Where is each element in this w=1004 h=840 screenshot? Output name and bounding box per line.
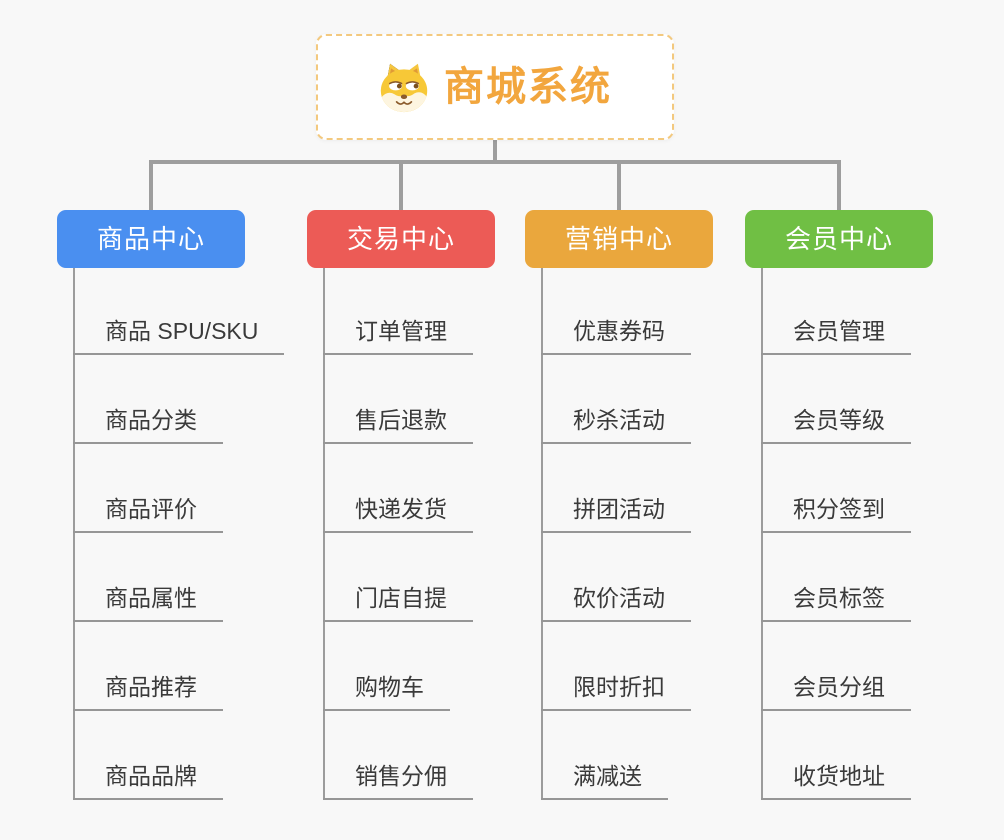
leaf-member-management[interactable]: 会员管理 xyxy=(761,311,911,355)
branch-column-marketing: 营销中心 优惠券码 秒杀活动 拼团活动 砍价活动 限时折扣 满减送 xyxy=(525,210,765,810)
leaf-product-spu-sku[interactable]: 商品 SPU/SKU xyxy=(73,311,285,355)
connector-drop-marketing xyxy=(617,160,621,210)
branch-label: 会员中心 xyxy=(784,224,893,254)
leaf-sales-commission[interactable]: 销售分佣 xyxy=(323,756,473,800)
branch-column-member: 会员中心 会员管理 会员等级 积分签到 会员标签 会员分组 收货地址 xyxy=(745,210,985,810)
leaf-store-pickup[interactable]: 门店自提 xyxy=(323,578,473,622)
branch-product-center[interactable]: 商品中心 xyxy=(57,210,245,268)
branch-label: 交易中心 xyxy=(346,224,455,254)
connector-drop-product xyxy=(149,160,153,210)
leaf-product-recommend[interactable]: 商品推荐 xyxy=(73,667,223,711)
branch-trade-center[interactable]: 交易中心 xyxy=(307,210,495,268)
leaf-spend-save[interactable]: 满减送 xyxy=(541,756,668,800)
connector-horizontal xyxy=(149,160,841,164)
leaf-coupon-code[interactable]: 优惠券码 xyxy=(541,311,691,355)
connector-drop-trade xyxy=(399,160,403,210)
leaf-limited-time-discount[interactable]: 限时折扣 xyxy=(541,667,691,711)
root-node-mall-system[interactable]: 商城系统 xyxy=(316,34,674,140)
branch-marketing-center[interactable]: 营销中心 xyxy=(525,210,713,268)
branch-spine xyxy=(541,268,543,800)
leaf-order-management[interactable]: 订单管理 xyxy=(323,311,473,355)
leaf-express-delivery[interactable]: 快递发货 xyxy=(323,489,473,533)
leaf-member-level[interactable]: 会员等级 xyxy=(761,400,911,444)
leaf-product-brand[interactable]: 商品品牌 xyxy=(73,756,223,800)
branch-column-trade: 交易中心 订单管理 售后退款 快递发货 门店自提 购物车 销售分佣 xyxy=(307,210,547,810)
branch-label: 营销中心 xyxy=(564,224,673,254)
branch-column-product: 商品中心 商品 SPU/SKU 商品分类 商品评价 商品属性 商品推荐 商品品牌 xyxy=(57,210,297,810)
leaf-product-review[interactable]: 商品评价 xyxy=(73,489,223,533)
connector-drop-member xyxy=(837,160,841,210)
leaf-member-tag[interactable]: 会员标签 xyxy=(761,578,911,622)
root-title: 商城系统 xyxy=(444,65,612,109)
branch-spine xyxy=(323,268,325,800)
leaf-flash-sale[interactable]: 秒杀活动 xyxy=(541,400,691,444)
dog-icon xyxy=(378,61,430,113)
branch-label: 商品中心 xyxy=(96,224,205,254)
connector-root-drop xyxy=(493,140,497,162)
leaf-aftersale-refund[interactable]: 售后退款 xyxy=(323,400,473,444)
branch-member-center[interactable]: 会员中心 xyxy=(745,210,933,268)
leaf-shopping-cart[interactable]: 购物车 xyxy=(323,667,450,711)
leaf-product-attribute[interactable]: 商品属性 xyxy=(73,578,223,622)
leaf-points-checkin[interactable]: 积分签到 xyxy=(761,489,911,533)
leaf-member-group[interactable]: 会员分组 xyxy=(761,667,911,711)
branch-spine xyxy=(73,268,75,800)
leaf-bargain-activity[interactable]: 砍价活动 xyxy=(541,578,691,622)
leaf-product-category[interactable]: 商品分类 xyxy=(73,400,223,444)
branch-spine xyxy=(761,268,763,800)
leaf-shipping-address[interactable]: 收货地址 xyxy=(761,756,911,800)
leaf-group-buy[interactable]: 拼团活动 xyxy=(541,489,691,533)
